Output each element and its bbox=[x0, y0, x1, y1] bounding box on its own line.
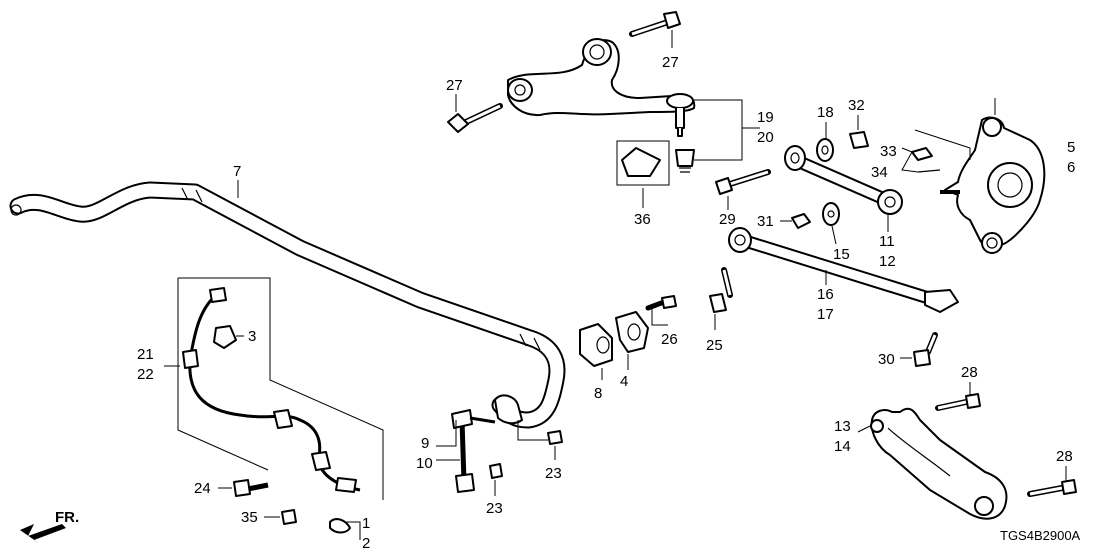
callout-32: 32 bbox=[848, 97, 865, 114]
washer-15 bbox=[822, 202, 840, 226]
nut-23-a bbox=[547, 430, 563, 445]
callout-22: 22 bbox=[137, 366, 154, 383]
callout-2: 2 bbox=[362, 535, 370, 552]
bolt-35 bbox=[281, 509, 297, 525]
bolt-28-bottom bbox=[1027, 479, 1077, 497]
callout-24: 24 bbox=[194, 480, 211, 497]
callout-23: 23 bbox=[486, 500, 503, 517]
bolt-29 bbox=[715, 169, 771, 195]
washer-18 bbox=[816, 138, 834, 162]
bolt-28-top bbox=[935, 393, 981, 411]
callout-8: 8 bbox=[594, 385, 602, 402]
bolt-30 bbox=[913, 332, 938, 367]
callout-23: 23 bbox=[545, 465, 562, 482]
bolt-24 bbox=[233, 479, 269, 497]
nut-33 bbox=[911, 147, 933, 161]
callout-35: 35 bbox=[241, 509, 258, 526]
nut-23-b bbox=[489, 463, 503, 479]
callout-17: 17 bbox=[817, 306, 834, 323]
diagram-code: TGS4B2900A bbox=[1000, 528, 1081, 543]
lower-arm-13 bbox=[870, 407, 1008, 520]
stabilizer-bar bbox=[9, 181, 566, 429]
pin-34 bbox=[917, 169, 941, 173]
callout-20: 20 bbox=[757, 129, 774, 146]
callout-10: 10 bbox=[416, 455, 433, 472]
callout-27: 27 bbox=[446, 77, 463, 94]
callout-36: 36 bbox=[634, 211, 651, 228]
callout-14: 14 bbox=[834, 438, 851, 455]
bushing-32 bbox=[849, 131, 869, 149]
callout-30: 30 bbox=[878, 351, 895, 368]
callout-5: 5 bbox=[1067, 139, 1075, 156]
callout-numbers: 27 27 7 19 20 36 18 32 33 34 5 6 29 31 1… bbox=[137, 54, 1075, 552]
bolt-25 bbox=[709, 267, 733, 313]
callout-28: 28 bbox=[961, 364, 978, 381]
callout-3: 3 bbox=[248, 328, 256, 345]
stabilizer-link-9 bbox=[451, 409, 496, 493]
bolt-26 bbox=[645, 295, 677, 311]
bolt-27-left bbox=[447, 103, 503, 133]
boot-kit-36 bbox=[616, 140, 695, 186]
callout-29: 29 bbox=[719, 211, 736, 228]
callout-15: 15 bbox=[833, 246, 850, 263]
callout-25: 25 bbox=[706, 337, 723, 354]
callout-19: 19 bbox=[757, 109, 774, 126]
upper-control-arm bbox=[507, 38, 696, 137]
clip-3 bbox=[213, 325, 237, 349]
callout-18: 18 bbox=[817, 104, 834, 121]
callout-31: 31 bbox=[757, 213, 774, 230]
knuckle bbox=[940, 98, 1046, 254]
stabilizer-bracket-4 bbox=[615, 311, 649, 353]
callout-33: 33 bbox=[880, 143, 897, 160]
front-direction-arrow: FR. bbox=[20, 509, 79, 544]
nut-31 bbox=[791, 213, 811, 229]
callout-21: 21 bbox=[137, 346, 154, 363]
callout-13: 13 bbox=[834, 418, 851, 435]
upper-link-11 bbox=[784, 145, 903, 215]
lower-link-16 bbox=[728, 227, 959, 313]
stabilizer-bushing-8 bbox=[579, 323, 613, 367]
leader-lines bbox=[164, 30, 1067, 540]
clip-1-2 bbox=[329, 518, 351, 534]
callout-6: 6 bbox=[1067, 159, 1075, 176]
callout-34: 34 bbox=[871, 164, 888, 181]
bolt-27-top bbox=[629, 11, 681, 37]
callout-4: 4 bbox=[620, 373, 628, 390]
callout-27: 27 bbox=[662, 54, 679, 71]
wheel-sensor-harness bbox=[182, 287, 361, 493]
callout-9: 9 bbox=[421, 435, 429, 452]
callout-1: 1 bbox=[362, 515, 370, 532]
callout-16: 16 bbox=[817, 286, 834, 303]
front-direction-label: FR. bbox=[55, 509, 79, 526]
callout-26: 26 bbox=[661, 331, 678, 348]
callout-7: 7 bbox=[233, 163, 241, 180]
callout-28: 28 bbox=[1056, 448, 1073, 465]
callout-12: 12 bbox=[879, 253, 896, 270]
callout-11: 11 bbox=[879, 233, 895, 250]
